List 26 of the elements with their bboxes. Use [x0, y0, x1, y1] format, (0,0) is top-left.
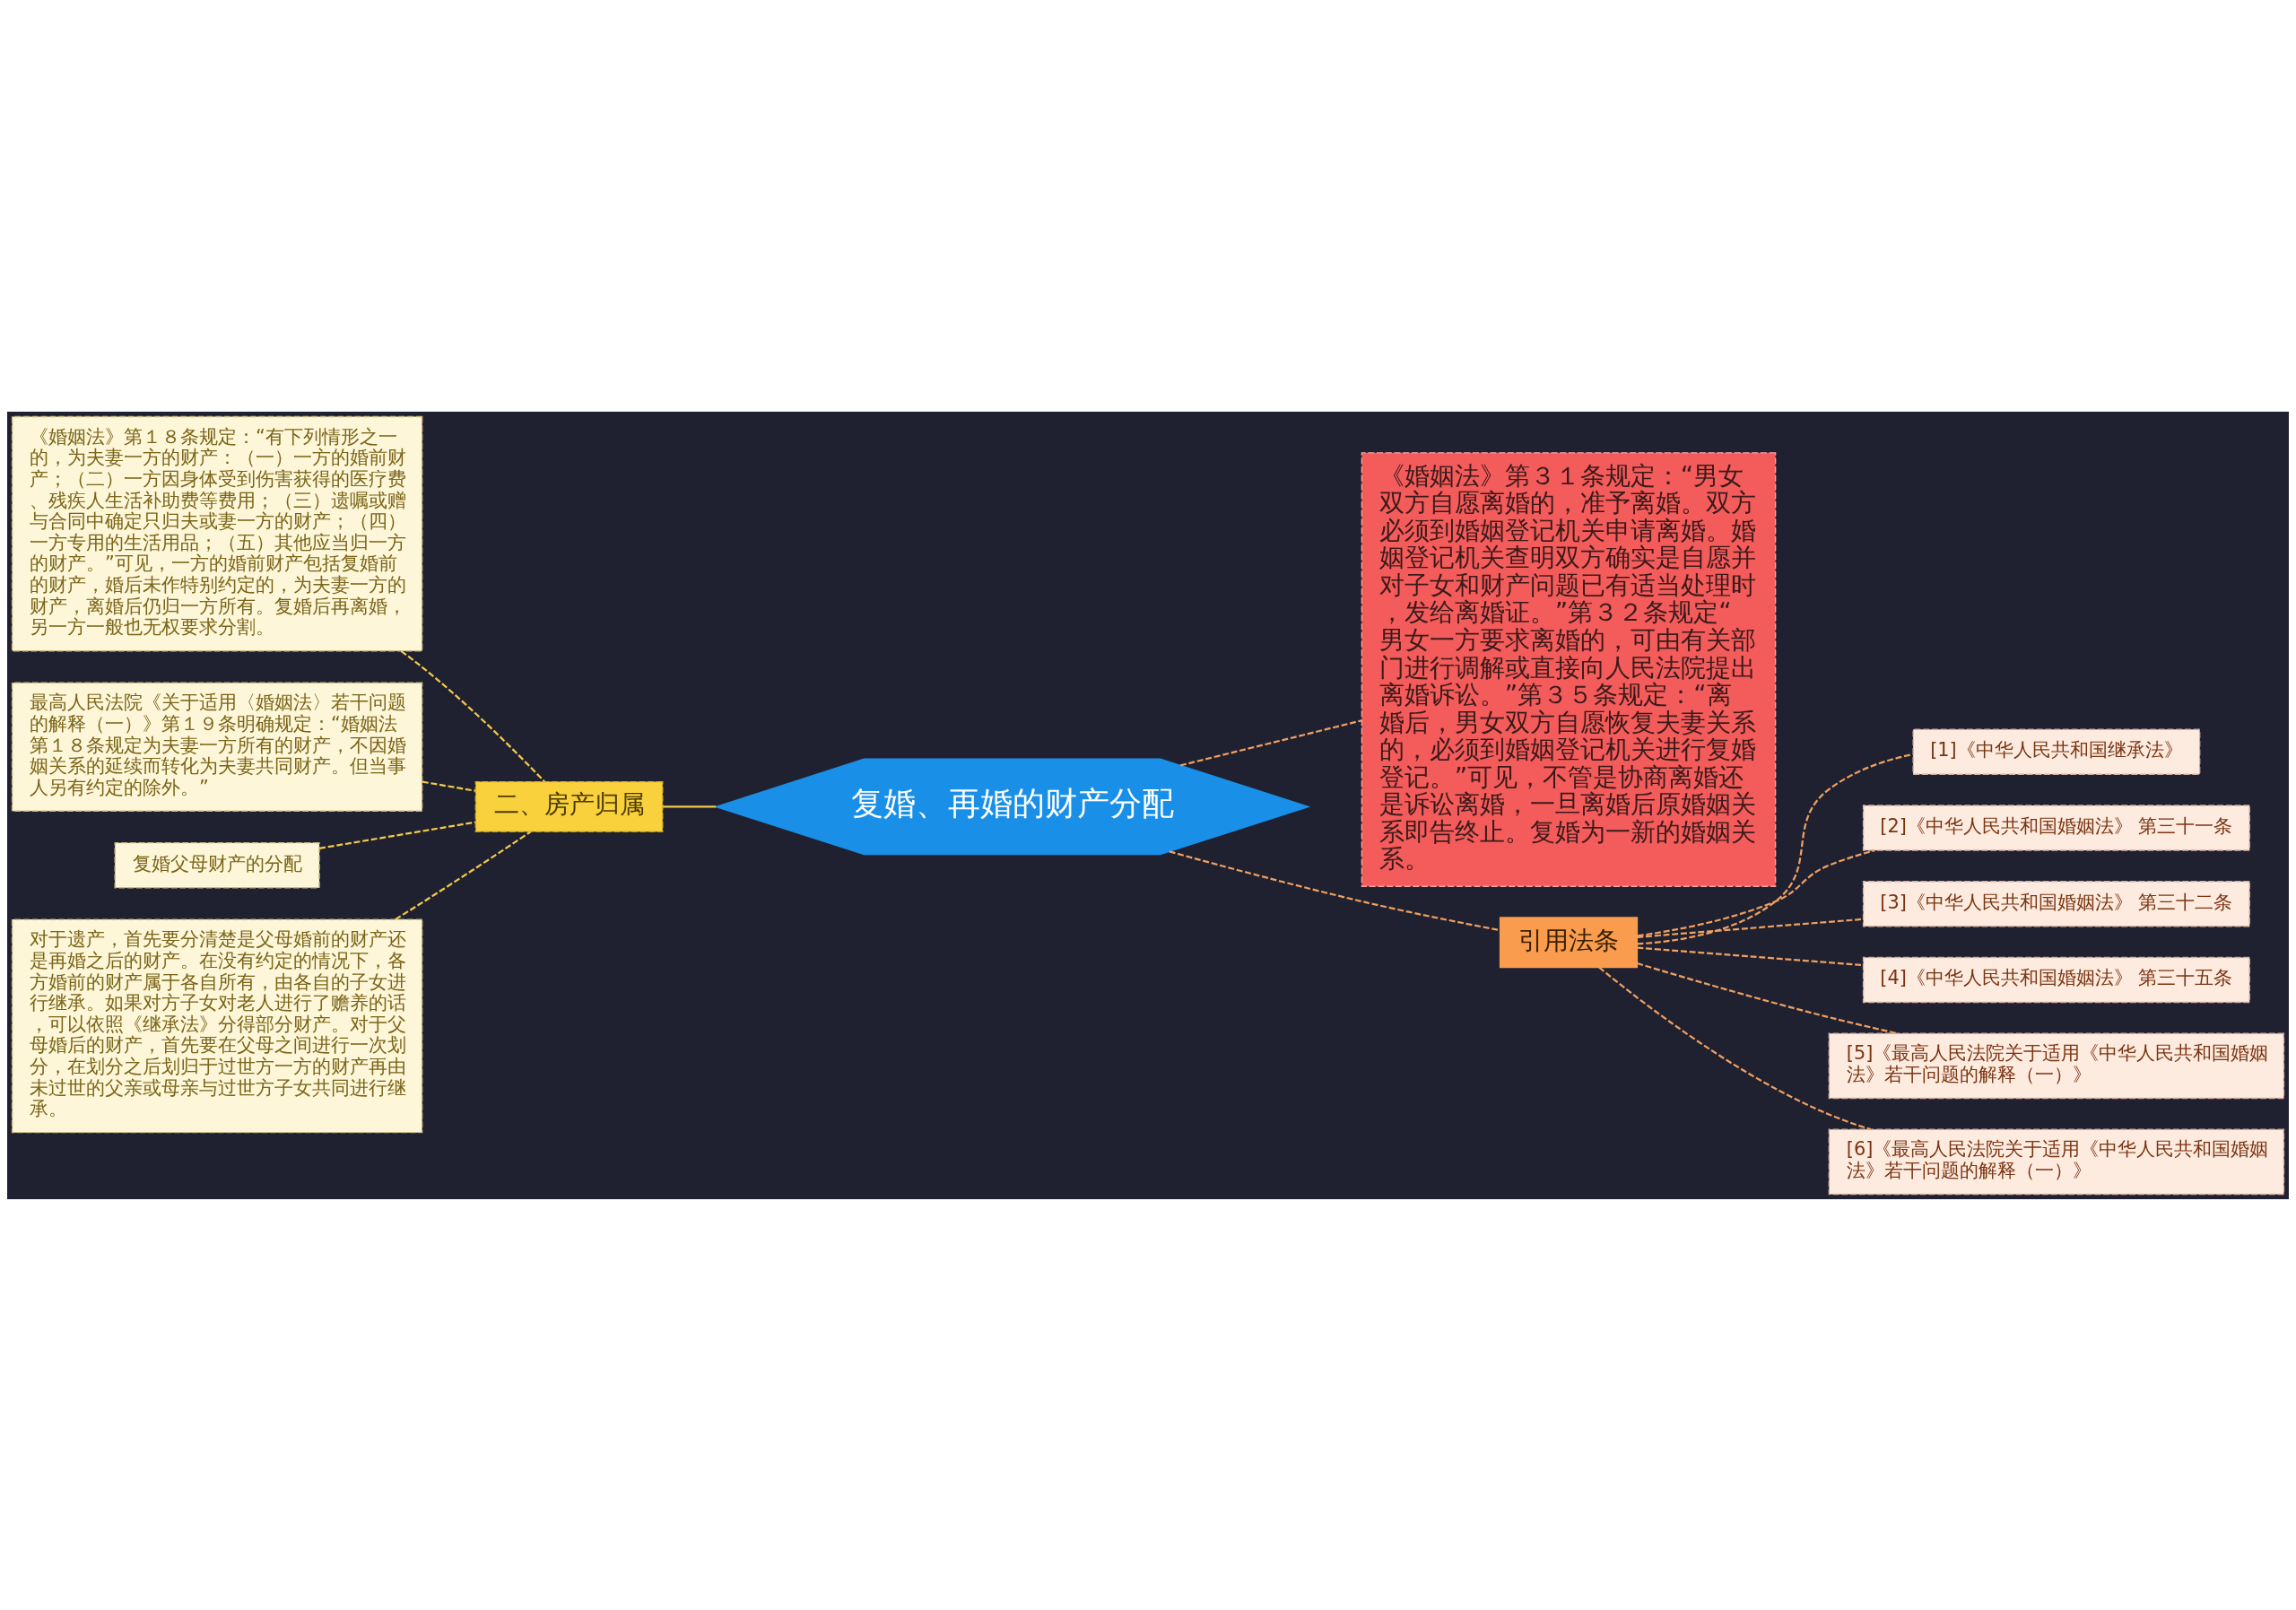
- connector: [662, 805, 717, 807]
- node-box: 《婚姻法》第３１条规定：“男女双方自愿离婚的，准予离婚。双方必须到婚姻登记机关申请离婚。婚姻登记机关查明双方确实是自愿并对子女和财产问题已有适当处理时，发给离婚证。”第３２条规定“男女一方要求离婚的，可由有关部门进行调解或直接向人民法院提出离婚诉讼。”第３５条规定：“离婚后，男女双方自愿恢复夫妻关系的，必须到婚姻登记机关进行复婚登记。”可见，不管是协商离婚还是诉讼离婚，一旦离婚后原婚姻关系即告终止。复婚为一新的婚姻关系。: [1361, 451, 1777, 887]
- node-box: 对于遗产，首先要分清楚是父母婚前的财产还是再婚之后的财产。在没有约定的情况下，各方婚前的财产属于各自所有，由各自的子女进行继承。如果对方子女对老人进行了赡养的话，可以依照《继承法》分得部分财产。对于父母婚后的财产，首先要在父母之间进行一次划分，在划分之后划归于过世方一方的财产再由未过世的父亲或母亲与过世方子女共同进行继承。: [11, 918, 423, 1133]
- node-box: [3]《中华人民共和国婚姻法》 第三十二条: [1862, 880, 2250, 927]
- node-box: 复婚父母财产的分配: [114, 841, 320, 888]
- connector: [1637, 946, 1864, 966]
- node-box: 引用法条: [1499, 916, 1639, 968]
- node-box: 最高人民法院《关于适用〈婚姻法〉若干问题的解释（一）》第１９条明确规定：“婚姻法第１８条规定为夫妻一方所有的财产，不因婚姻关系的延续而转化为夫妻共同财产。但当事人另有约定的除外。”: [11, 681, 423, 812]
- node-box: [2]《中华人民共和国婚姻法》 第三十一条: [1862, 804, 2250, 851]
- connector: [1637, 918, 1864, 938]
- connector: [1637, 849, 1875, 936]
- node-box: [5]《最高人民法院关于适用《中华人民共和国婚姻法》若干问题的解释（一）》: [1828, 1032, 2285, 1099]
- connector: [400, 649, 545, 782]
- connector: [395, 831, 531, 920]
- connector: [319, 821, 476, 849]
- connector: [422, 780, 476, 792]
- connector: [1637, 753, 1914, 944]
- connector: [1637, 962, 1898, 1034]
- node-box: 二、房产归属: [474, 780, 664, 832]
- connector: [1169, 849, 1500, 931]
- node-box: 《婚姻法》第１８条规定：“有下列情形之一的，为夫妻一方的财产：（一）一方的婚前财产；（二）一方因身体受到伤害获得的医疗费、残疾人生活补助费等费用；（三）遗嘱或赠与合同中确定只归夫或妻一方的财产；（四）一方专用的生活用品；（五）其他应当归一方的财产。”可见，一方的婚前财产包括复婚前的财产，婚后未作特别约定的，为夫妻一方的财产，离婚后仍归一方所有。复婚后再离婚，另一方一般也无权要求分割。: [11, 415, 423, 651]
- node-box: [4]《中华人民共和国婚姻法》 第三十五条: [1862, 956, 2250, 1003]
- node-box: [1]《中华人民共和国继承法》: [1912, 728, 2201, 775]
- node-box: [6]《最高人民法院关于适用《中华人民共和国婚姻法》若干问题的解释（一）》: [1828, 1128, 2285, 1195]
- connector: [1179, 718, 1362, 766]
- connector: [1598, 966, 1872, 1130]
